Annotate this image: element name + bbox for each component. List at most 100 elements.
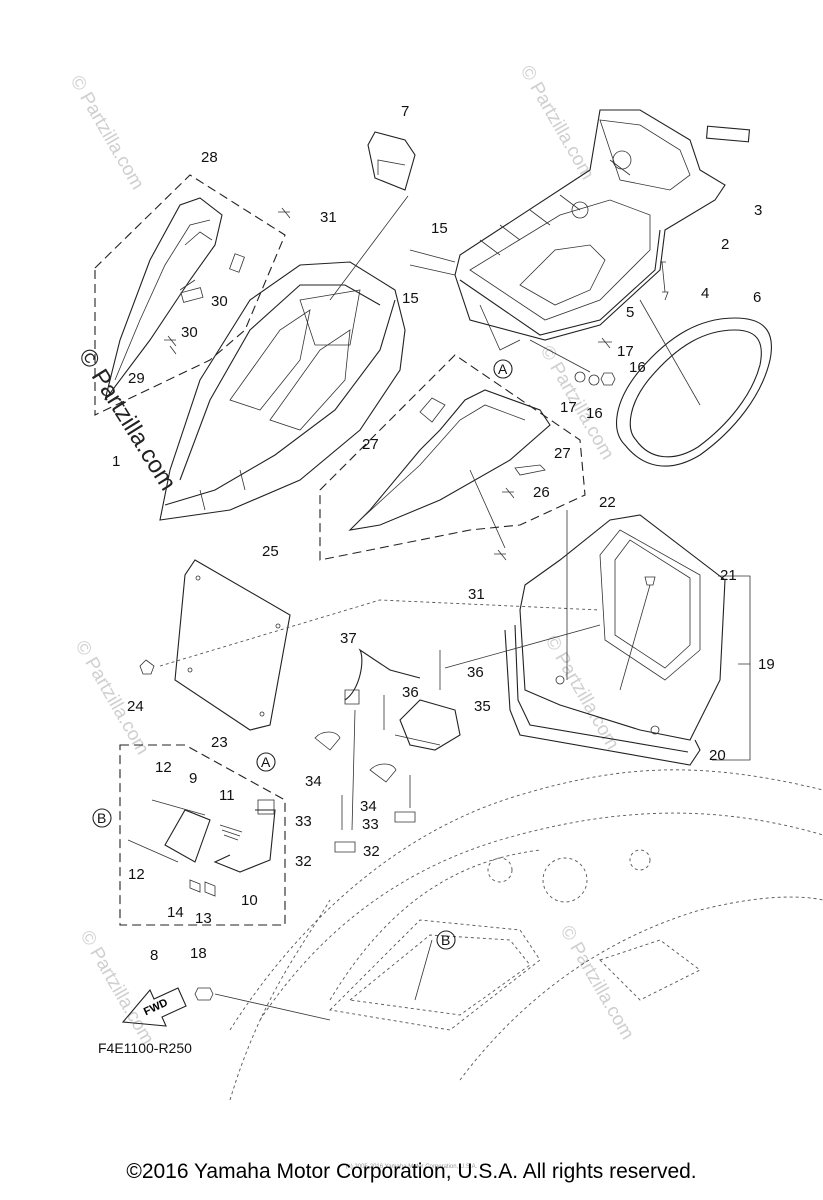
callout: 21	[720, 567, 737, 584]
callout: 34	[305, 773, 322, 790]
callout: 28	[201, 149, 218, 166]
watermark: © Partzilla.com	[76, 927, 158, 1048]
callout: 34	[360, 798, 377, 815]
watermark: © Partzilla.com	[541, 632, 623, 753]
leader-line	[619, 584, 651, 691]
bracket-19-20-21	[712, 575, 751, 761]
callout: 14	[167, 904, 184, 921]
part-cover-plate	[174, 559, 291, 731]
part-washer	[588, 374, 600, 386]
callout: 1	[112, 453, 120, 470]
part-tape	[314, 731, 341, 751]
drawing-code: F4E1100-R250	[98, 1040, 192, 1056]
callout: 16	[586, 405, 603, 422]
watermark: © Partzilla.com	[556, 922, 638, 1043]
group-outline-28	[94, 174, 286, 416]
callout: 17	[617, 343, 634, 360]
callout-labels: 1 2 3 4 5 6 7 8 9 10 11 12 12 13 14 15 1…	[112, 103, 775, 964]
callout: 19	[758, 656, 775, 673]
group-outline-25	[319, 354, 586, 561]
callout: 9	[189, 770, 197, 787]
leader-line	[444, 624, 601, 669]
svg-text:A: A	[261, 754, 271, 770]
callout: 6	[753, 289, 761, 306]
callout: 2	[721, 236, 729, 253]
part-side-panel	[348, 389, 551, 531]
leader-line	[351, 709, 356, 831]
reference-mark: A	[256, 752, 276, 772]
watermark: © Partzilla.com	[536, 342, 618, 463]
part-washer	[574, 371, 586, 383]
part-latch-assembly	[127, 799, 276, 897]
leader-line	[159, 599, 601, 667]
svg-text:A: A	[498, 361, 508, 377]
callout: 31	[468, 586, 485, 603]
svg-text:B: B	[97, 810, 106, 826]
leader-line	[414, 939, 433, 1001]
part-storage-box	[504, 514, 726, 766]
callout: 25	[262, 543, 279, 560]
callout: 12	[128, 866, 145, 883]
fine-print: (c) 2005-2016 Yamaha Motor Corporation, …	[345, 1164, 478, 1170]
watermark: © Partzilla.com	[516, 62, 598, 183]
callout: 29	[128, 370, 145, 387]
reference-mark: B	[436, 930, 456, 950]
part-nut	[600, 372, 616, 386]
callout: 32	[363, 843, 380, 860]
callout: 23	[211, 734, 228, 751]
callout: 30	[181, 324, 198, 341]
watermark: © Partzilla.com	[66, 72, 148, 193]
reference-mark: A	[493, 359, 513, 379]
callout: 27	[362, 436, 379, 453]
callout: 20	[709, 747, 726, 764]
callout: 32	[295, 853, 312, 870]
part-long-bolts	[409, 249, 456, 276]
part-tape	[369, 763, 397, 783]
part-bolt-18	[194, 987, 214, 1001]
callout: 17	[560, 399, 577, 416]
callout: 30	[211, 293, 228, 310]
callout: 36	[402, 684, 419, 701]
hull-outline	[229, 769, 823, 1101]
reference-mark: B	[92, 808, 112, 828]
part-rivets-36	[383, 650, 441, 730]
callout: 33	[295, 813, 312, 830]
part-hood	[159, 261, 406, 521]
callout: 16	[629, 359, 646, 376]
part-rivets-33	[341, 775, 411, 830]
callout: 10	[241, 892, 258, 909]
callout: 36	[467, 664, 484, 681]
part-clip	[139, 659, 155, 675]
part-gasket	[616, 317, 772, 467]
part-cable	[344, 648, 421, 705]
part-bolt	[660, 261, 669, 301]
leader-line	[469, 469, 506, 549]
callout: 31	[320, 209, 337, 226]
part-vent-cover	[104, 197, 291, 401]
part-screw	[494, 549, 507, 561]
svg-text:B: B	[441, 932, 450, 948]
callout: 12	[155, 759, 172, 776]
callout: 15	[431, 220, 448, 237]
callout: 7	[401, 103, 409, 120]
callout: 37	[340, 630, 357, 647]
callout: 33	[362, 816, 379, 833]
part-clips-32	[334, 811, 416, 853]
part-screw	[598, 337, 612, 349]
callout: 3	[754, 202, 762, 219]
part-screw	[502, 487, 515, 499]
part-bracket	[367, 131, 416, 191]
copyright-notice: ©2016 Yamaha Motor Corporation, U.S.A. A…	[126, 1160, 697, 1183]
group-outline-8	[119, 744, 286, 926]
callout: 35	[474, 698, 491, 715]
part-label-strip	[705, 125, 751, 143]
watermark: © Partzilla.com	[73, 344, 182, 495]
leader-lines	[329, 195, 701, 406]
callout: 26	[533, 484, 550, 501]
callout: 5	[626, 304, 634, 321]
part-storage-frame	[454, 109, 726, 341]
callout: 8	[150, 947, 158, 964]
callout: 4	[701, 285, 709, 302]
callout: 18	[190, 945, 207, 962]
